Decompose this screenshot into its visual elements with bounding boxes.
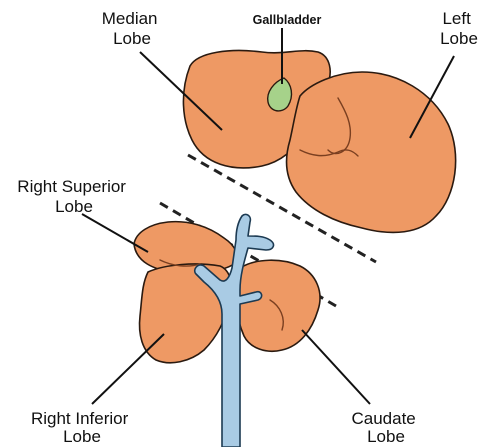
median-lobe-label: Median Lobe xyxy=(102,9,163,48)
caudate-lobe-label: Caudate Lobe xyxy=(351,409,420,446)
right-inferior-leader-line xyxy=(92,334,164,404)
left-lobe-label: Left Lobe xyxy=(440,9,478,48)
caudate-leader-line xyxy=(302,330,370,404)
gallbladder-label: Gallbladder xyxy=(253,13,322,27)
left-lobe-shape xyxy=(287,72,456,232)
right-superior-lobe-label: Right Superior Lobe xyxy=(17,177,130,216)
right-superior-leader-line xyxy=(82,214,148,252)
caudate-lobe-shape xyxy=(236,260,320,351)
right-inferior-lobe-label: Right Inferior Lobe xyxy=(31,409,133,446)
upper-liver-mass xyxy=(183,51,455,233)
